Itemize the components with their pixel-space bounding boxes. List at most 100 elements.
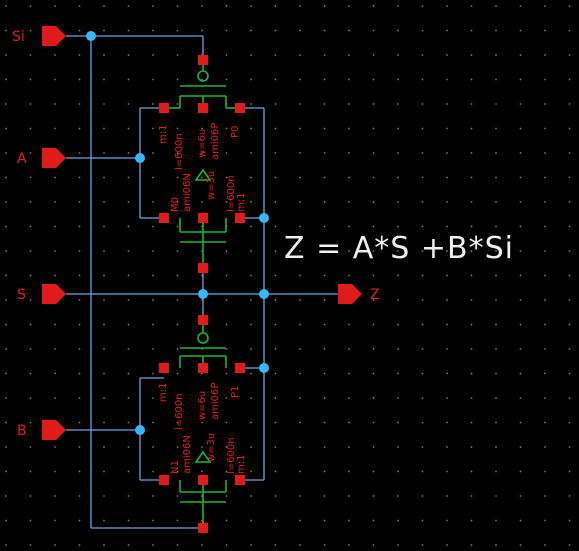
pin-label-a: A (17, 151, 27, 167)
grid-dot (78, 544, 81, 546)
grid-dot (250, 103, 252, 105)
grid-dot (5, 152, 7, 154)
transistor-p1[interactable] (179, 320, 227, 368)
grid-dot (152, 446, 154, 448)
terminal[interactable] (159, 363, 169, 373)
terminal[interactable] (198, 55, 208, 65)
grid-dot (225, 250, 228, 252)
grid-dot (54, 519, 56, 522)
grid-dot (544, 446, 546, 448)
grid-dot (250, 29, 252, 32)
terminal[interactable] (235, 213, 245, 223)
pin-b-arrow[interactable] (42, 420, 66, 440)
pins (42, 26, 362, 440)
grid-dot (323, 323, 326, 326)
grid-dot (446, 348, 448, 350)
grid-dot (127, 470, 130, 473)
terminal[interactable] (198, 103, 208, 113)
grid-dot (225, 299, 228, 301)
grid-dot (397, 201, 399, 203)
grid-dot (470, 372, 473, 375)
grid-dot (29, 201, 32, 203)
grid-dot (372, 372, 375, 375)
grid-dot (152, 78, 154, 81)
grid-dot (152, 323, 154, 326)
grid-dot (103, 29, 105, 32)
pin-z-arrow[interactable] (338, 284, 362, 304)
terminal[interactable] (198, 475, 208, 485)
grid-dot (568, 78, 571, 81)
grid-dot (470, 544, 473, 546)
grid-dot (127, 372, 130, 375)
n1-w-label: w=3u (206, 433, 217, 462)
grid-dot (176, 470, 179, 473)
grid-dot (397, 274, 399, 277)
grid-dot (54, 5, 56, 7)
pin-si-arrow[interactable] (42, 26, 66, 46)
grid-dot (470, 323, 473, 326)
grid-dot (54, 176, 56, 179)
grid-dot (225, 421, 228, 424)
terminal[interactable] (198, 263, 208, 273)
grid-dot (299, 225, 301, 228)
grid-dot (250, 470, 252, 473)
grid-dot (103, 495, 105, 497)
grid-dot (495, 397, 497, 399)
grid-dot (274, 176, 277, 179)
grid-dot (29, 152, 32, 154)
grid-dot (544, 274, 546, 277)
grid-dot (421, 29, 424, 32)
grid-dot (519, 421, 522, 424)
grid-dot (299, 29, 301, 32)
junction-dot (259, 213, 269, 223)
transistor-p0[interactable] (164, 60, 240, 109)
grid-dot (372, 274, 375, 277)
pin-a-arrow[interactable] (42, 148, 66, 168)
grid-dot (250, 54, 252, 56)
terminal[interactable] (235, 103, 245, 113)
grid-dot (127, 54, 130, 56)
grid-dot (54, 544, 56, 546)
grid-dot (348, 348, 350, 350)
grid-dot (152, 470, 154, 473)
grid-dot (274, 127, 277, 130)
grid-dot (5, 5, 7, 7)
grid-dot (372, 446, 375, 448)
grid-dot (127, 127, 130, 130)
grid-dot (323, 495, 326, 497)
grid-dot (250, 544, 252, 546)
terminal[interactable] (159, 475, 169, 485)
terminal[interactable] (198, 523, 208, 533)
grid-dot (446, 54, 448, 56)
grid-dot (250, 250, 252, 252)
grid-dot (152, 29, 154, 32)
terminal[interactable] (159, 103, 169, 113)
grid-dot (323, 54, 326, 56)
grid-dot (299, 519, 301, 522)
grid-dot (152, 421, 154, 424)
terminal[interactable] (159, 213, 169, 223)
grid-dot (421, 421, 424, 424)
grid-dot (274, 225, 277, 228)
terminal[interactable] (198, 213, 208, 223)
terminal[interactable] (235, 363, 245, 373)
grid-dot (299, 495, 301, 497)
grid-dot (127, 29, 130, 32)
grid-dot (250, 201, 252, 203)
grid-dot (348, 29, 350, 32)
grid-dot (225, 274, 228, 277)
grid-dot (323, 127, 326, 130)
grid-dot (225, 323, 228, 326)
grid-dot (152, 397, 154, 399)
grid-dot (176, 274, 179, 277)
grid-dot (29, 397, 32, 399)
grid-dot (5, 372, 7, 375)
grid-dot (176, 201, 179, 203)
terminal[interactable] (235, 475, 245, 485)
pin-s-arrow[interactable] (42, 284, 66, 304)
terminal[interactable] (198, 363, 208, 373)
grid-dot (495, 323, 497, 326)
grid-dot (372, 201, 375, 203)
grid-dot (568, 103, 571, 105)
terminal[interactable] (198, 315, 208, 325)
